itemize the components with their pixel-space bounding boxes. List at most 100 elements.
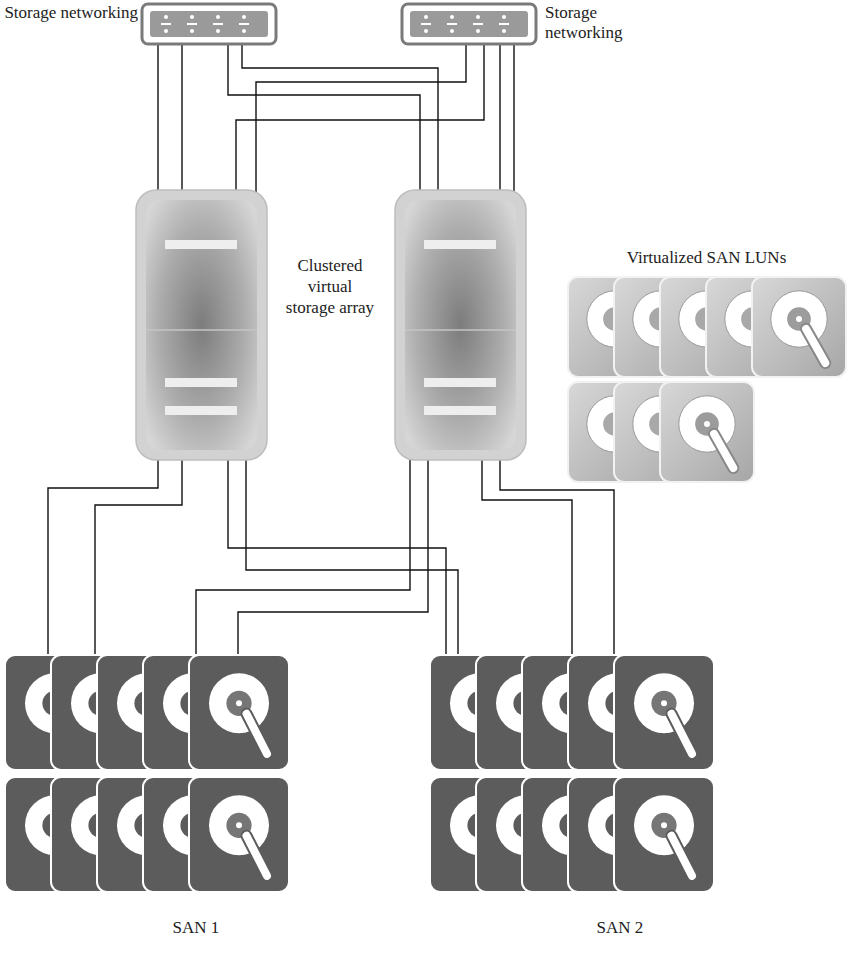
disk-arm-edge [672, 836, 693, 876]
disk-arm [806, 329, 825, 363]
server-divider [146, 329, 257, 331]
wire [256, 44, 466, 200]
node-label: Storage networking [4, 3, 138, 23]
port-dot [164, 15, 168, 19]
storage-server [395, 190, 526, 460]
port-dot [190, 15, 194, 19]
port-bar [187, 23, 197, 25]
disk-spindle [236, 700, 242, 706]
cluster-label: Clustered virtual storage array [282, 255, 378, 318]
wires [48, 44, 614, 665]
disk-drive [614, 655, 714, 770]
port-dot [424, 15, 428, 19]
wire [48, 455, 158, 665]
network-switch [142, 4, 276, 44]
disk-arm [247, 836, 268, 876]
drive-slot [165, 378, 237, 387]
disk-platter [679, 396, 735, 452]
port-dot [164, 29, 168, 33]
disk-spindle [704, 421, 710, 427]
disk-spindle [796, 316, 802, 322]
drive-slot [424, 378, 496, 387]
port-bar [161, 23, 171, 25]
disk-arm [714, 434, 733, 468]
disk-spindle [661, 700, 667, 706]
san-group: SAN 2 [420, 650, 720, 950]
wire [95, 455, 182, 665]
server-front [405, 200, 516, 450]
disk-arm [672, 714, 693, 754]
disk-case [189, 655, 289, 770]
switch-panel [410, 11, 528, 37]
wire [246, 455, 458, 665]
port-dot [450, 15, 454, 19]
wire [242, 44, 438, 200]
disk-case [660, 382, 754, 482]
disk-platter [209, 795, 269, 855]
switch-body [402, 4, 536, 44]
wire [499, 44, 500, 200]
port-dot [476, 15, 480, 19]
port-dot [476, 29, 480, 33]
port-dot [242, 29, 246, 33]
disk-case [614, 777, 714, 892]
storage-switch: Storage networking [0, 0, 280, 50]
port-dot [424, 29, 428, 33]
drive-slot [165, 406, 237, 415]
port-bar [447, 23, 457, 25]
drive-slot [165, 240, 237, 249]
wire [482, 455, 572, 665]
disk-arm-edge [806, 329, 825, 363]
disk-drive [189, 777, 289, 892]
disk-case [752, 277, 846, 377]
storage-switch: Storage networking [400, 0, 660, 50]
server-divider [405, 329, 516, 331]
port-dot [216, 15, 220, 19]
disk-drive [752, 277, 846, 377]
port-bar [213, 23, 223, 25]
disk-arm-edge [247, 836, 268, 876]
port-dot [450, 29, 454, 33]
port-dot [190, 29, 194, 33]
storage-server [136, 190, 267, 460]
wire [181, 44, 182, 200]
disk-spindle [661, 822, 667, 828]
port-bar [499, 23, 509, 25]
port-bar [473, 23, 483, 25]
wire [228, 455, 446, 665]
wire [236, 44, 484, 200]
disk-spindle [236, 822, 242, 828]
wire [157, 44, 158, 200]
port-bar [239, 23, 249, 25]
disk-arm [247, 714, 268, 754]
node-label: Virtualized SAN LUNs [565, 248, 848, 268]
disk-drive [614, 777, 714, 892]
port-dot [502, 15, 506, 19]
san-group: SAN 1 [0, 650, 300, 950]
server-case [395, 190, 526, 460]
wire [238, 455, 428, 665]
wire [500, 455, 614, 665]
disk-arm-edge [714, 434, 733, 468]
switch-body [142, 4, 276, 44]
port-dot [216, 29, 220, 33]
port-dot [502, 29, 506, 33]
node-label: SAN 2 [564, 918, 676, 938]
disk-arm-edge [672, 714, 693, 754]
disk-platter [634, 673, 694, 733]
disk-drive [189, 655, 289, 770]
wire [196, 455, 410, 665]
disk-platter [209, 673, 269, 733]
drive-slot [424, 240, 496, 249]
server-front [146, 200, 257, 450]
port-dot [242, 15, 246, 19]
drive-slot [424, 406, 496, 415]
switch-ports [161, 15, 509, 33]
network-switch [402, 4, 536, 44]
disk-arm-edge [247, 714, 268, 754]
disk-platter [634, 795, 694, 855]
port-bar [421, 23, 431, 25]
disk-arm [672, 836, 693, 876]
disk-drives [5, 277, 846, 892]
